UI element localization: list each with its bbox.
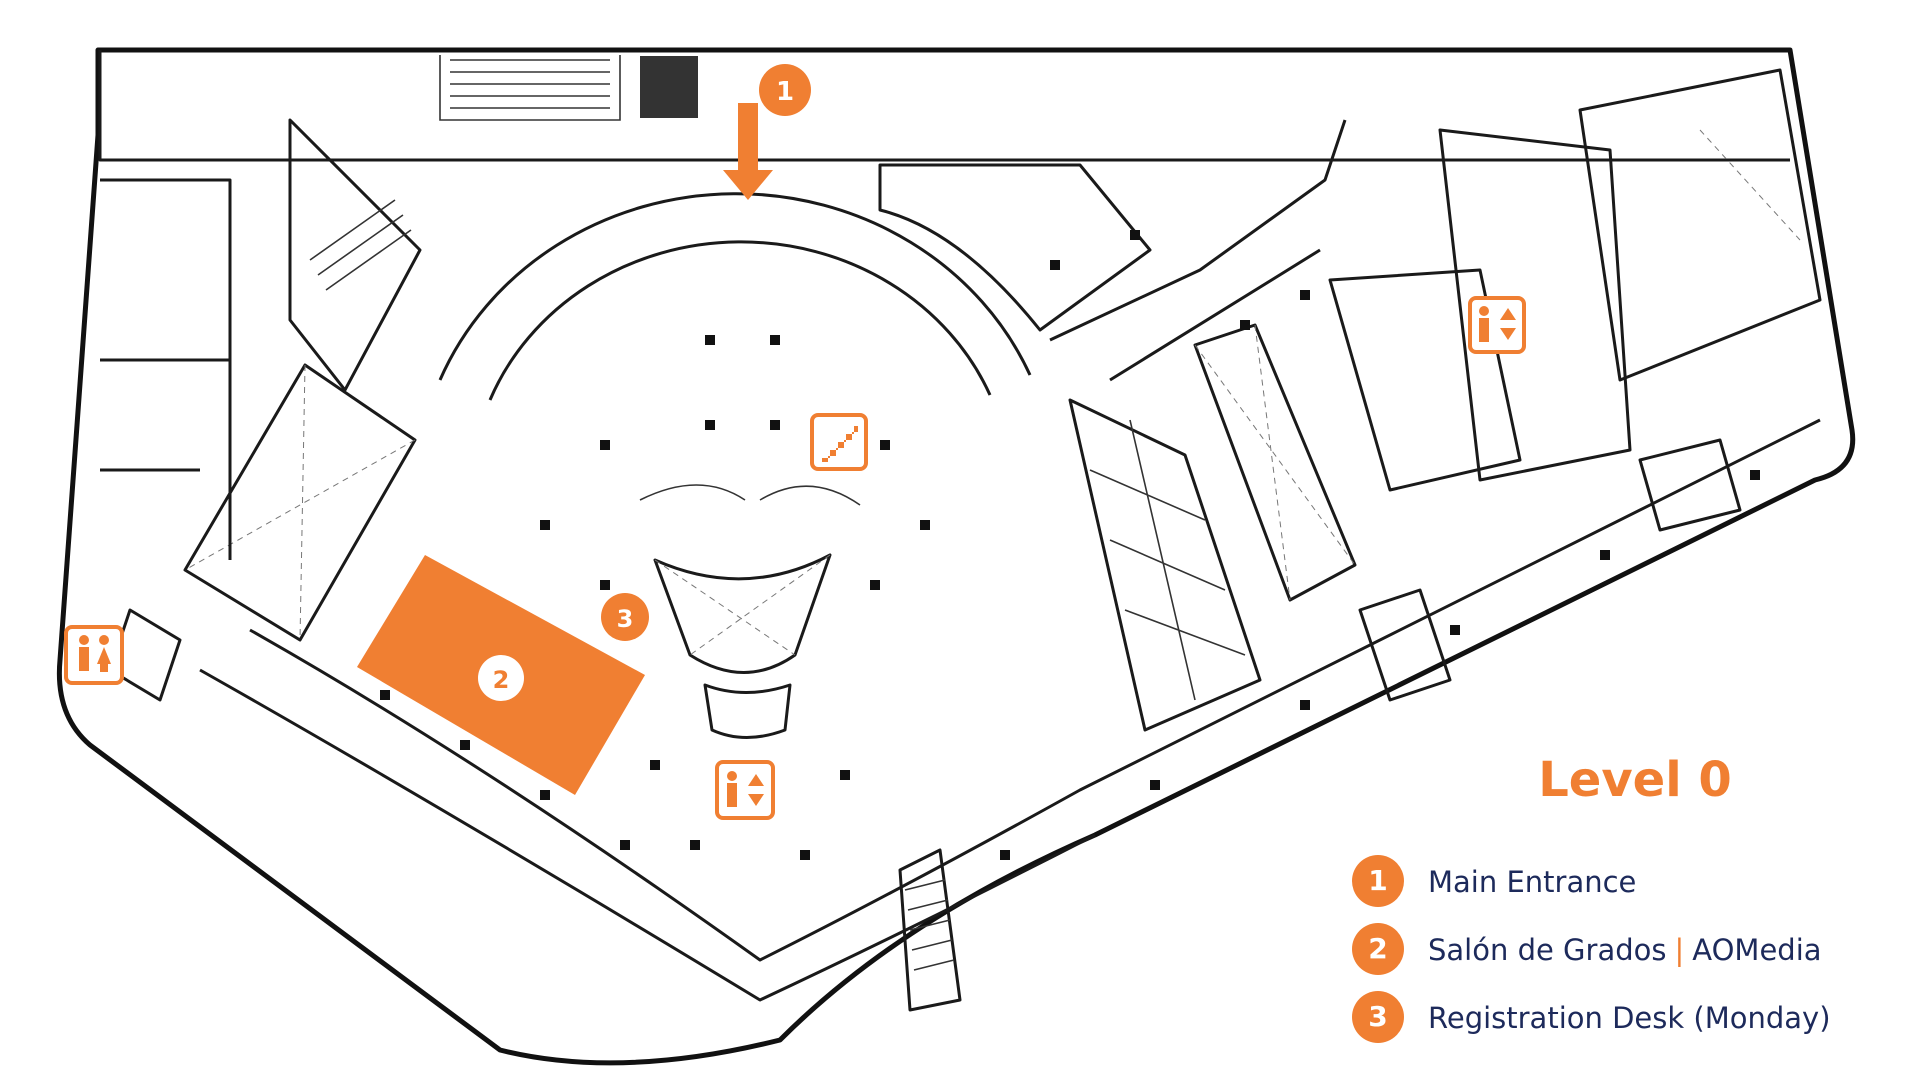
- registration-badge-number: 3: [617, 605, 634, 633]
- atrium-curved-stairs: [639, 484, 861, 506]
- central-atrium-void: [653, 553, 832, 674]
- restroom-icon[interactable]: [64, 625, 124, 685]
- south-stairs: [898, 848, 962, 1012]
- northwest-stairs-hall: [288, 118, 422, 392]
- legend-label: Main Entrance: [1428, 865, 1637, 899]
- main-entrance-marker[interactable]: 1: [723, 64, 811, 200]
- west-wing-rooms: [100, 178, 232, 560]
- north-corridor-wall: [98, 50, 1790, 162]
- registration-badge: [601, 593, 649, 641]
- planter-block: [640, 56, 698, 118]
- elevator-icon[interactable]: [715, 760, 775, 820]
- east-corridor-walls: [1049, 119, 1347, 382]
- salon-marker-number: 2: [493, 666, 510, 694]
- far-east-ramp: [1699, 129, 1801, 241]
- legend-number-badge: 1: [1352, 855, 1404, 907]
- west-hall: [183, 363, 417, 642]
- northwest-stairs-steps: [309, 199, 412, 291]
- atrium-lift-core: [703, 683, 792, 739]
- entrance-badge: [759, 64, 811, 116]
- entrance-arrow-icon: [723, 103, 773, 200]
- legend-item-registration-desk[interactable]: 3 Registration Desk (Monday): [1352, 991, 1912, 1059]
- level-title: Level 0: [1538, 752, 1732, 808]
- far-east-rooms: [1578, 68, 1822, 382]
- legend-label-secondary: AOMedia: [1692, 933, 1822, 967]
- building-outline: [56, 47, 1856, 1066]
- south-outer-wall: [199, 668, 1096, 1002]
- east-rooms-block: [1438, 128, 1632, 482]
- stairs-icon[interactable]: [810, 413, 868, 471]
- salon-marker-circle: [478, 655, 524, 701]
- east-office-block: [1068, 398, 1262, 732]
- legend-label-primary: Salón de Grados: [1428, 933, 1667, 967]
- north-stairs-outline: [439, 55, 621, 121]
- south-stairs-steps: [904, 879, 955, 971]
- northeast-shops: [878, 163, 1152, 332]
- atrium-outer-ring: [438, 192, 1032, 381]
- elevator-icon[interactable]: [1468, 296, 1526, 354]
- west-hall-diagonals: [184, 364, 416, 641]
- legend-item-salon-de-grados[interactable]: 2 Salón de Grados|AOMedia: [1352, 923, 1912, 991]
- south-ring-corridor: [249, 418, 1821, 962]
- east-stairs-hall: [1328, 268, 1522, 492]
- legend-label: Registration Desk (Monday): [1428, 1001, 1831, 1035]
- map-legend: 1 Main Entrance 2 Salón de Grados|AOMedi…: [1352, 855, 1912, 1059]
- legend-label: Salón de Grados|AOMedia: [1428, 933, 1822, 967]
- legend-number-badge: 2: [1352, 923, 1404, 975]
- east-hall-diagonals: [1194, 324, 1356, 601]
- registration-desk-marker[interactable]: 3: [601, 593, 649, 641]
- east-hall: [1193, 323, 1357, 602]
- legend-number-badge: 3: [1352, 991, 1404, 1043]
- atrium-inner-ring: [488, 240, 992, 401]
- southeast-stairs: [1358, 588, 1452, 702]
- entrance-badge-number: 1: [776, 77, 794, 107]
- east-restrooms: [1638, 438, 1742, 532]
- legend-item-main-entrance[interactable]: 1 Main Entrance: [1352, 855, 1912, 923]
- atrium-void-diagonals: [654, 554, 831, 656]
- legend-separator: |: [1674, 933, 1685, 967]
- east-office-partitions: [1089, 419, 1246, 701]
- structural-columns: [380, 230, 1760, 860]
- north-stairs-steps: [450, 59, 610, 109]
